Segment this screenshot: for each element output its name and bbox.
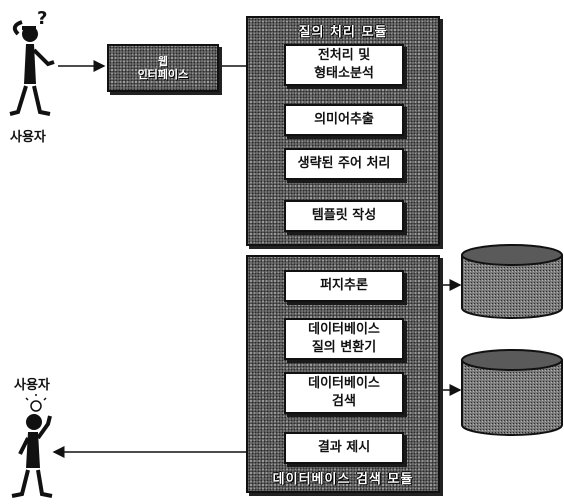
svg-text:?: ? [37, 8, 47, 29]
web-interface-line1: 웹 [157, 55, 169, 68]
question-module-title: 질의 처리 모듈 [298, 25, 388, 40]
db-module-title: 데이터베이스 검색 모듈 [272, 472, 414, 487]
input-user: ? [4, 4, 64, 124]
step-omitted-subject: 생략된 주어 처리 [284, 148, 404, 180]
step-template: 템플릿 작성 [284, 200, 404, 232]
output-user [4, 394, 64, 500]
idea-person-icon [11, 394, 53, 498]
step-result-presentation: 결과 제시 [284, 432, 404, 464]
step-keyword-extraction: 의미어추출 [284, 104, 404, 136]
step-preprocess: 전처리 및 형태소분석 [284, 44, 404, 86]
input-user-label: 사용자 [10, 130, 46, 145]
step-fuzzy-inference: 퍼지추론 [284, 270, 404, 302]
web-interface-box: 웹 인터페이스 [107, 44, 219, 92]
output-user-label: 사용자 [14, 378, 50, 393]
database-cylinder-icon [461, 349, 563, 436]
step-db-search: 데이터베이스 검색 [284, 372, 404, 414]
database-cylinder-icon [461, 244, 563, 319]
web-interface-line2: 인터페이스 [137, 68, 189, 81]
thinking-person-icon: ? [9, 8, 55, 116]
step-db-query-converter: 데이터베이스 질의 변환기 [284, 318, 404, 360]
